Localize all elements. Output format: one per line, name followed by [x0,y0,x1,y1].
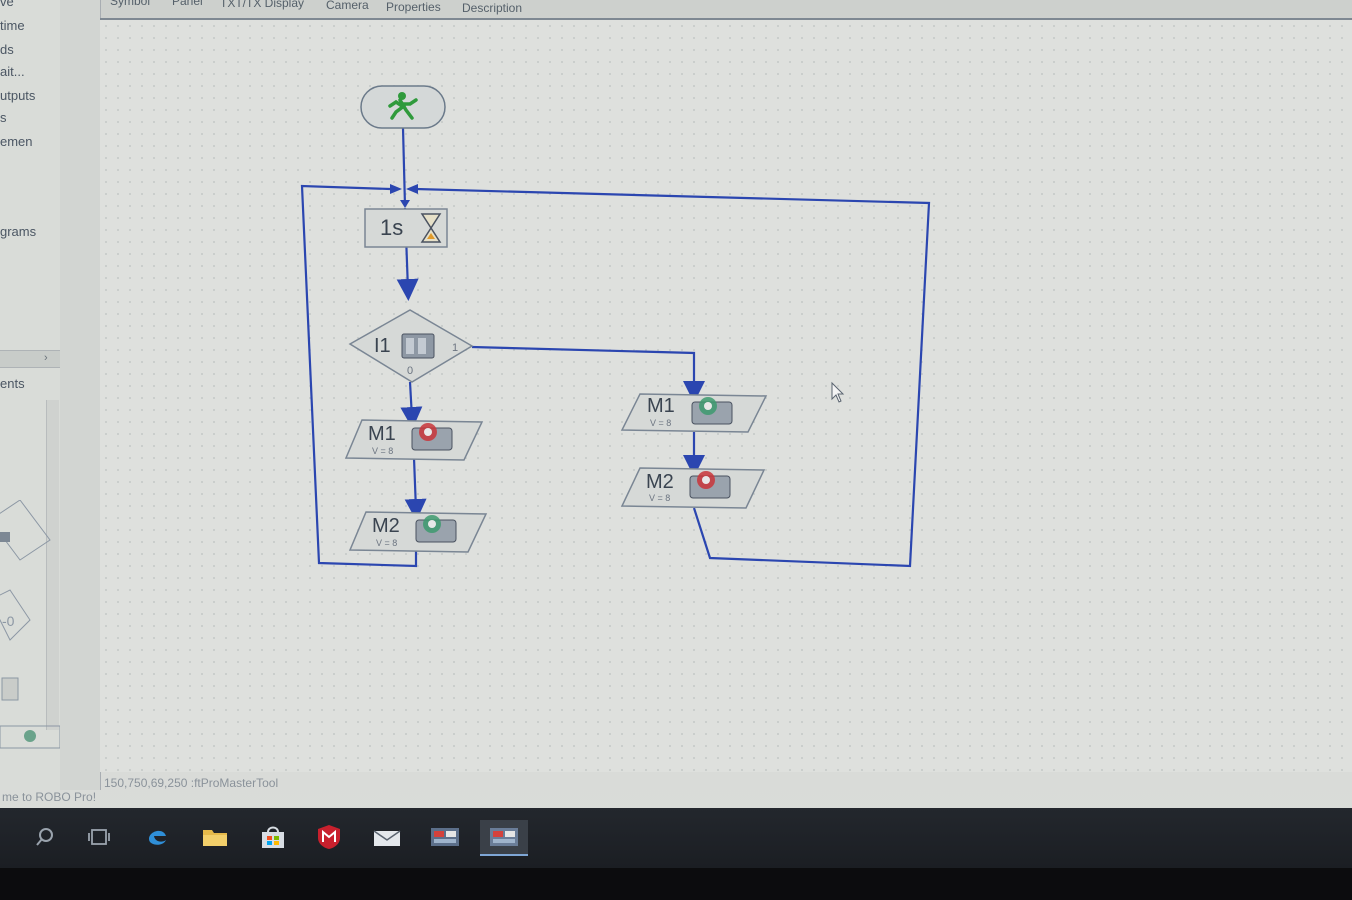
robo-pro-active-icon[interactable] [480,820,528,856]
store-icon[interactable] [256,820,290,854]
welcome-text: me to ROBO Pro! [2,790,97,804]
element-groups-panel: ve time ds ait... utputs s emen grams › … [0,0,61,790]
right-motor-m1-block[interactable]: M1 V = 8 [620,393,768,433]
motor-left-rotation-icon [411,423,453,451]
branch-label: I1 [374,335,391,357]
panel-divider[interactable] [60,0,101,790]
group-item[interactable]: grams [0,224,37,239]
mouse-pointer-icon [831,381,845,403]
m1-to-m2-line [404,457,427,521]
program-canvas[interactable]: 1s I1 1 0 M1 [100,18,1352,772]
left-motor-m1-block[interactable]: M1 V = 8 [344,419,484,461]
svg-text:M2: M2 [646,471,674,493]
tab-bar: Symbol Panel TXT/TX Display Camera Prope… [0,0,1352,16]
wait-label: 1s [380,215,403,240]
tab-description[interactable]: Description [462,1,523,15]
svg-text:V = 8: V = 8 [650,418,671,428]
branch-to-m1-line [400,381,423,429]
tab-properties[interactable]: Properties [386,0,441,14]
tab-txt-display[interactable]: TXT/TX Display [220,0,305,10]
status-text: 150,750,69,250 :ftProMasterTool [104,776,279,790]
group-item[interactable]: s [0,110,7,125]
search-icon[interactable] [28,820,62,854]
svg-text:M1: M1 [368,423,396,445]
left-loop-back-line [300,184,418,568]
robo-pro-icon[interactable] [428,820,462,854]
input-branch-block[interactable]: I1 1 0 [348,309,474,383]
start-to-wait-line [401,127,407,207]
start-block[interactable] [360,85,446,129]
tab-symbol[interactable]: Symbol [110,0,151,8]
flowchart: 1s I1 1 0 M1 [300,85,931,568]
welcome-bar: me to ROBO Pro! [0,790,1352,806]
svg-text:V = 8: V = 8 [372,446,393,456]
branch-false-label: 0 [407,365,413,377]
status-bar: 150,750,69,250 :ftProMasterTool [100,772,1352,792]
windows-taskbar [0,808,1352,868]
svg-text:M1: M1 [647,395,675,417]
motor-left-rotation-icon [689,471,731,499]
running-man-icon [388,92,418,120]
motor-right-rotation-icon [415,515,457,543]
group-item[interactable]: utputs [0,88,36,103]
mcafee-icon[interactable] [312,820,346,854]
wait-block[interactable]: 1s [364,208,448,248]
element-list-scrollbar[interactable] [46,400,59,730]
edge-icon[interactable] [140,820,174,854]
branch-true-label: 1 [452,342,458,354]
right-motor-m2-block[interactable]: M2 V = 8 [620,467,766,509]
group-item[interactable]: ve [0,0,14,9]
svg-text:V = 8: V = 8 [649,493,670,503]
group-item[interactable]: ds [0,42,14,57]
mail-icon[interactable] [370,820,404,854]
branch-true-line [471,345,705,403]
switch-icon [401,333,435,359]
svg-text:V = 8: V = 8 [376,538,397,548]
group-item[interactable]: emen [0,134,33,149]
group-item[interactable]: time [0,18,25,33]
svg-text:-0: -0 [2,613,15,629]
tab-camera[interactable]: Camera [326,0,369,12]
motor-right-rotation-icon [691,397,733,425]
left-motor-m2-block[interactable]: M2 V = 8 [348,511,488,553]
scroll-right-icon[interactable]: › [44,352,48,364]
panel-scrollbar[interactable] [0,350,60,368]
element-palette-thumbnails[interactable]: -0 [0,500,60,770]
hourglass-icon [420,213,442,243]
group-item[interactable]: ait... [0,64,25,79]
right-loop-back-line [415,187,931,568]
file-explorer-icon[interactable] [198,820,232,854]
elements-section-label: ents [0,376,25,391]
svg-text:M2: M2 [372,515,400,537]
tab-panel[interactable]: Panel [172,0,203,8]
task-view-icon[interactable] [82,820,116,854]
screen: Symbol Panel TXT/TX Display Camera Prope… [0,0,1352,868]
